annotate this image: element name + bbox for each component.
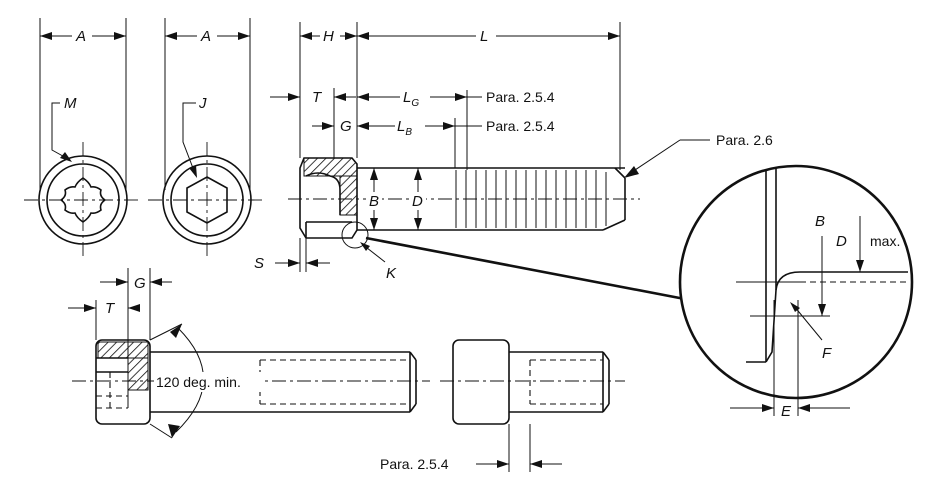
dim-label-t1: T (312, 89, 323, 106)
bottom-left-section-view: G T 120 deg. min. (68, 268, 430, 439)
main-bolt-side-view: H L T LG Para. 2.5.4 G LB Para. (254, 22, 773, 302)
dim-label-dmax-main: D (836, 233, 847, 250)
label-k: K (386, 265, 397, 282)
dim-label-dmax-sub: max. (870, 233, 900, 249)
dim-label-s: S (254, 255, 264, 272)
para-bottom-ref: Para. 2.5.4 (380, 456, 449, 472)
dimension-e: E (730, 392, 850, 420)
angle-label: 120 deg. min. (156, 374, 241, 390)
label-m: M (64, 95, 77, 112)
dim-label-lg-main: L (403, 89, 411, 106)
dim-label-dmax: D (836, 233, 847, 250)
label-j: J (198, 95, 207, 112)
dim-label-d1: D (412, 193, 423, 210)
dim-label-lg: LG (403, 89, 419, 109)
dim-label-lb: LB (397, 118, 412, 138)
para-lg-ref: Para. 2.5.4 (486, 89, 555, 105)
dim-label-lg-sub: G (411, 98, 419, 109)
dim-label-a2: A (200, 28, 211, 45)
dim-label-b1: B (369, 193, 379, 210)
dim-label-h: H (323, 28, 334, 45)
para-26-ref: Para. 2.6 (716, 132, 773, 148)
dim-label-g1: G (340, 118, 352, 135)
para-lb-ref: Para. 2.5.4 (486, 118, 555, 134)
dim-label-lb-main: L (397, 118, 405, 135)
dim-label-b2: B (815, 213, 825, 230)
end-view-torx: A M (24, 18, 142, 258)
dim-label-lb-sub: B (405, 127, 412, 138)
end-view-hex: A J (148, 18, 266, 258)
dim-label-a1: A (75, 28, 86, 45)
detail-view-circle: B D max. F (678, 164, 914, 400)
bottom-middle-view: Para. 2.5.4 (380, 339, 625, 472)
label-f: F (822, 345, 832, 362)
dim-label-l: L (480, 28, 488, 45)
dim-label-e: E (781, 403, 792, 420)
dim-label-g2: G (134, 275, 146, 292)
dim-label-t2: T (105, 300, 116, 317)
